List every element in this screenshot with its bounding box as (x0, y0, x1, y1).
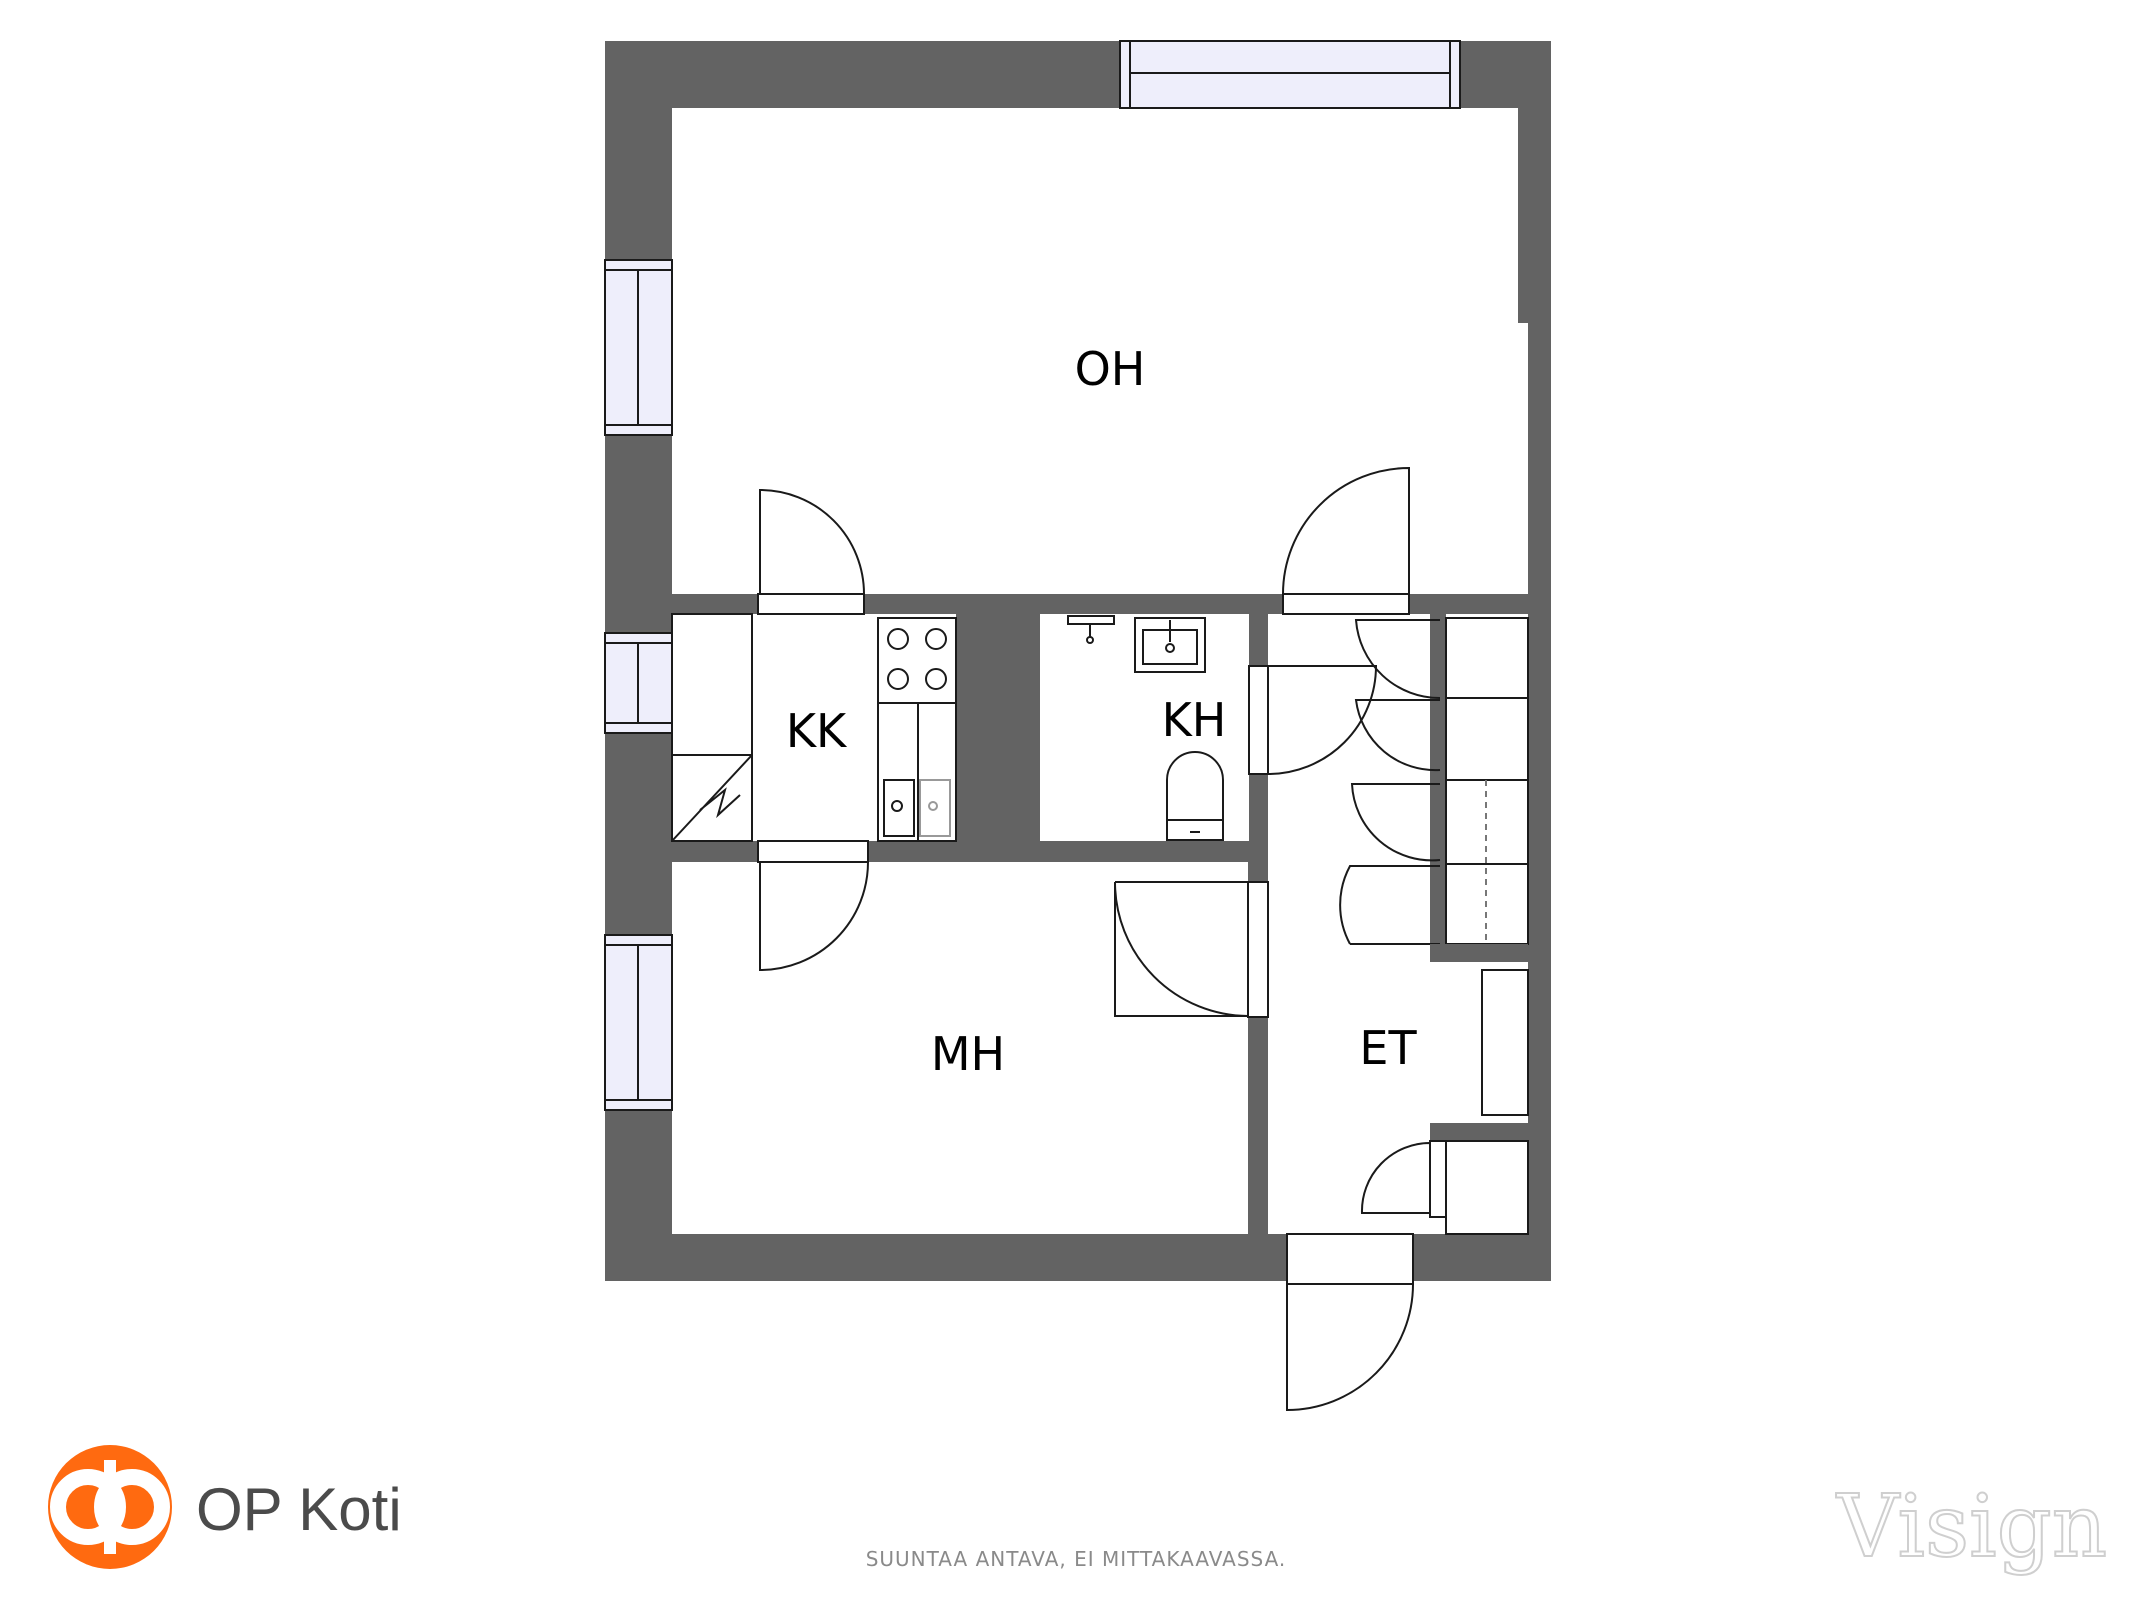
op-koti-logo: OP Koti (48, 1445, 402, 1569)
door-oh-kk (757, 488, 865, 615)
room-label-et: ET (1359, 1021, 1417, 1075)
door-kh-et (1248, 665, 1378, 775)
doors (757, 466, 1414, 1412)
disclaimer-note: SUUNTAA ANTAVA, EI MITTAKAAVASSA. (866, 1547, 1287, 1571)
door-oh-et (1282, 466, 1410, 615)
window-left-mh (604, 934, 673, 1111)
kitchen-fixtures (671, 613, 957, 842)
window-left-oh (604, 259, 673, 436)
op-logo-icon (48, 1445, 172, 1569)
room-floor-mh (672, 862, 1248, 1234)
room-label-oh: OH (1075, 342, 1146, 396)
window-left-kk (604, 632, 673, 734)
kitchen-side-counter (671, 613, 753, 756)
closet-1 (1445, 617, 1529, 699)
windows (604, 40, 1461, 1111)
closet-wall (1430, 614, 1446, 944)
room-label-mh: MH (931, 1027, 1005, 1081)
closet-lower (1445, 1140, 1529, 1235)
closet-2 (1445, 697, 1529, 781)
room-floor-oh-niche (1518, 108, 1528, 323)
door-kk-mh (757, 840, 869, 972)
room-labels: OH KK KH MH ET (786, 342, 1418, 1081)
toilet (1166, 751, 1224, 841)
window-top (1119, 40, 1461, 109)
et-closets (1339, 614, 1529, 1235)
shower-mixer (1067, 615, 1115, 644)
door-mh-et (1114, 881, 1269, 1018)
room-label-kk: KK (786, 704, 848, 758)
logo-text: OP Koti (196, 1476, 402, 1543)
room-floor-oh (672, 108, 1528, 594)
visign-watermark: Visign (1836, 1477, 2107, 1577)
stove (877, 617, 957, 704)
room-label-kh: KH (1162, 693, 1227, 747)
cabinet-tall (1481, 969, 1529, 1116)
bathroom-fixtures (1067, 615, 1224, 841)
door-entrance (1286, 1233, 1414, 1412)
